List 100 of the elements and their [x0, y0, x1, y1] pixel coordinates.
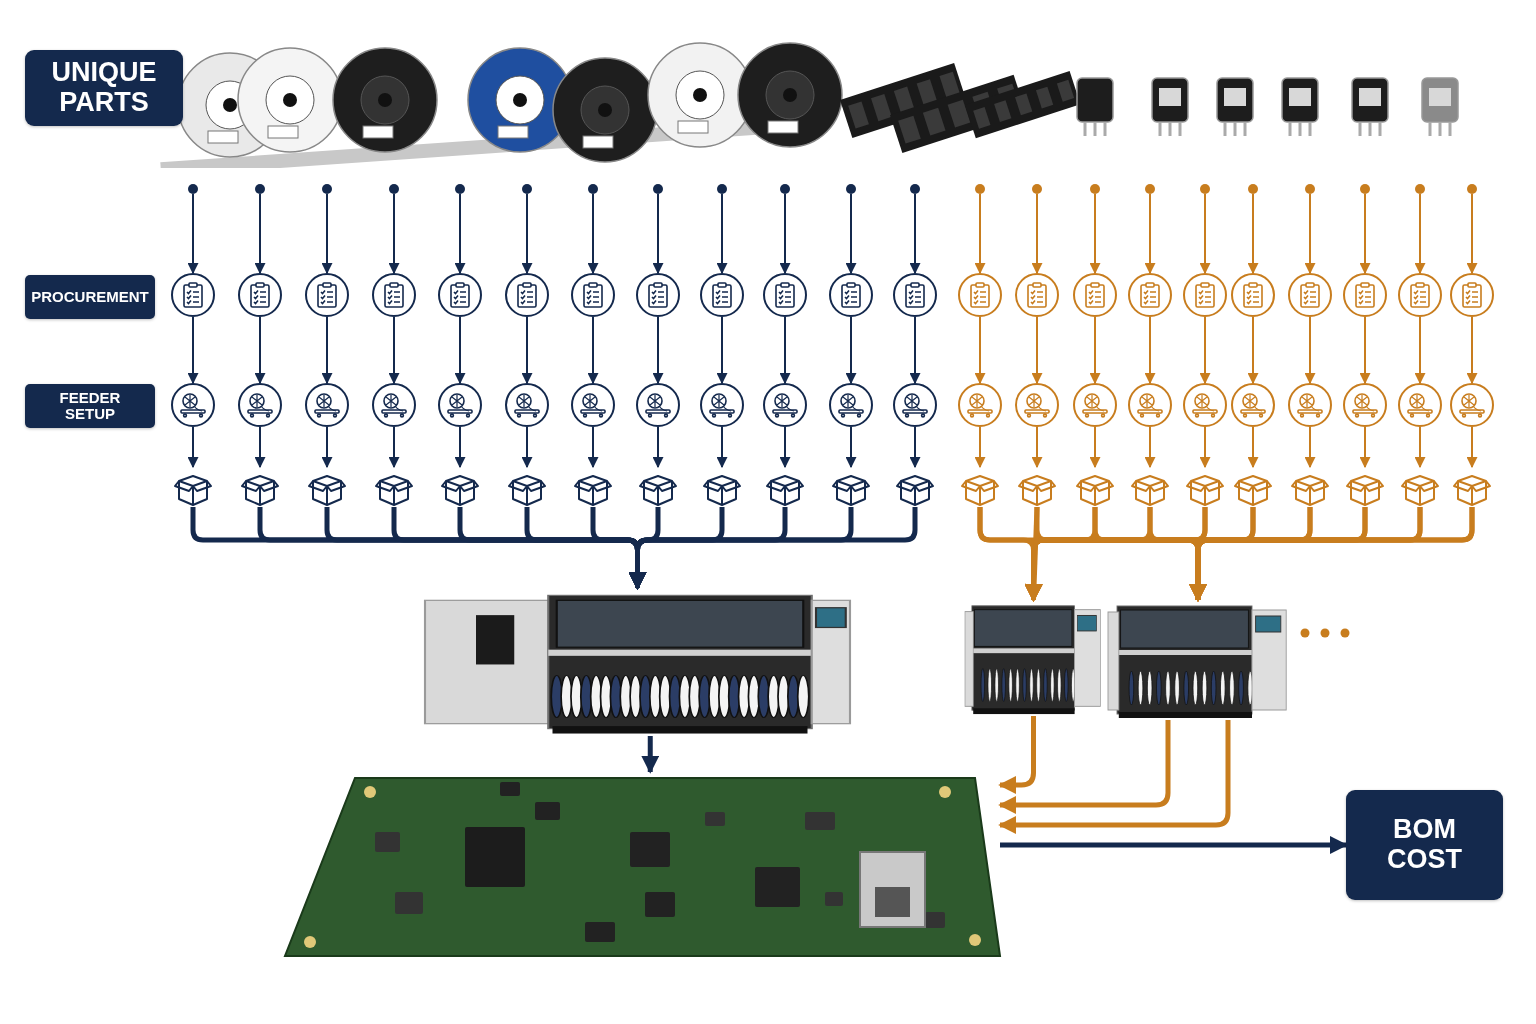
arrow	[998, 716, 1036, 794]
arrow	[454, 193, 466, 275]
arrow	[779, 316, 791, 385]
feeder-setup-step-circle	[438, 383, 482, 427]
start-dot	[1467, 184, 1477, 194]
arrow	[779, 426, 791, 469]
procurement-step-circle	[1231, 273, 1275, 317]
feeder-setup-step-circle	[1231, 383, 1275, 427]
feeder-setup-step-circle	[1015, 383, 1059, 427]
feeder-setup-step-circle	[700, 383, 744, 427]
feeder-setup-step-circle	[1183, 383, 1227, 427]
start-dot	[188, 184, 198, 194]
procurement-step-circle	[372, 273, 416, 317]
arrow	[716, 316, 728, 385]
procurement-step-circle	[700, 273, 744, 317]
arrow	[1144, 426, 1156, 469]
arrow	[454, 316, 466, 385]
arrow	[187, 426, 199, 469]
procurement-step-circle	[1398, 273, 1442, 317]
arrow	[716, 426, 728, 469]
arrow	[628, 507, 661, 590]
feeder-setup-step-circle	[1128, 383, 1172, 427]
arrow	[1089, 316, 1101, 385]
arrow	[909, 426, 921, 469]
arrow	[454, 426, 466, 469]
procurement-step-circle	[1288, 273, 1332, 317]
start-dot	[1032, 184, 1042, 194]
feeder-setup-step-circle	[171, 383, 215, 427]
arrow	[1199, 316, 1211, 385]
arrow	[1304, 426, 1316, 469]
arrow	[187, 316, 199, 385]
start-dot	[1305, 184, 1315, 194]
procurement-step-circle	[1128, 273, 1172, 317]
start-dot	[1248, 184, 1258, 194]
feeder-setup-step-circle	[958, 383, 1002, 427]
arrow	[1089, 193, 1101, 275]
arrow	[998, 720, 1231, 834]
arrow	[521, 193, 533, 275]
start-dot	[1360, 184, 1370, 194]
arrow	[587, 316, 599, 385]
arrow	[1025, 506, 1044, 602]
feeder-setup-step-circle	[1398, 383, 1442, 427]
arrow	[1144, 193, 1156, 275]
arrow	[388, 193, 400, 275]
procurement-step-circle	[505, 273, 549, 317]
start-dot	[255, 184, 265, 194]
feeder-setup-step-circle	[1288, 383, 1332, 427]
feeder-setup-step-circle	[1343, 383, 1387, 427]
start-dot	[1415, 184, 1425, 194]
arrow	[1000, 836, 1348, 854]
arrow	[845, 316, 857, 385]
start-dot	[653, 184, 663, 194]
arrow	[1466, 316, 1478, 385]
procurement-step-circle	[1183, 273, 1227, 317]
arrow	[652, 316, 664, 385]
arrow	[845, 426, 857, 469]
arrow	[321, 426, 333, 469]
start-dot	[1200, 184, 1210, 194]
arrow	[1089, 426, 1101, 469]
procurement-step-circle	[958, 273, 1002, 317]
arrow	[254, 193, 266, 275]
procurement-step-circle	[763, 273, 807, 317]
arrow	[254, 426, 266, 469]
arrow	[1414, 426, 1426, 469]
procurement-step-circle	[1450, 273, 1494, 317]
row-label: PROCUREMENT	[25, 275, 155, 319]
arrow	[974, 193, 986, 275]
procurement-step-circle	[893, 273, 937, 317]
arrow	[845, 193, 857, 275]
arrow	[779, 193, 791, 275]
arrow	[1359, 193, 1371, 275]
procurement-step-circle	[1343, 273, 1387, 317]
start-dot	[975, 184, 985, 194]
start-dot	[1090, 184, 1100, 194]
arrow	[587, 193, 599, 275]
arrow	[1199, 426, 1211, 469]
arrow	[1414, 193, 1426, 275]
arrow	[1199, 193, 1211, 275]
start-dot	[588, 184, 598, 194]
feeder-setup-step-circle	[636, 383, 680, 427]
procurement-step-circle	[238, 273, 282, 317]
procurement-step-circle	[829, 273, 873, 317]
arrow	[254, 316, 266, 385]
feeder-setup-step-circle	[305, 383, 349, 427]
procurement-step-circle	[636, 273, 680, 317]
feeder-setup-step-circle	[238, 383, 282, 427]
arrow	[1304, 193, 1316, 275]
arrow	[1144, 316, 1156, 385]
title-box: UNIQUE PARTS	[25, 50, 183, 126]
start-dot	[1145, 184, 1155, 194]
arrow	[652, 193, 664, 275]
start-dot	[389, 184, 399, 194]
arrow	[1031, 316, 1043, 385]
arrow	[1466, 193, 1478, 275]
start-dot	[780, 184, 790, 194]
arrow	[388, 316, 400, 385]
arrow	[388, 426, 400, 469]
arrow	[998, 720, 1171, 814]
arrow	[909, 316, 921, 385]
start-dot	[717, 184, 727, 194]
